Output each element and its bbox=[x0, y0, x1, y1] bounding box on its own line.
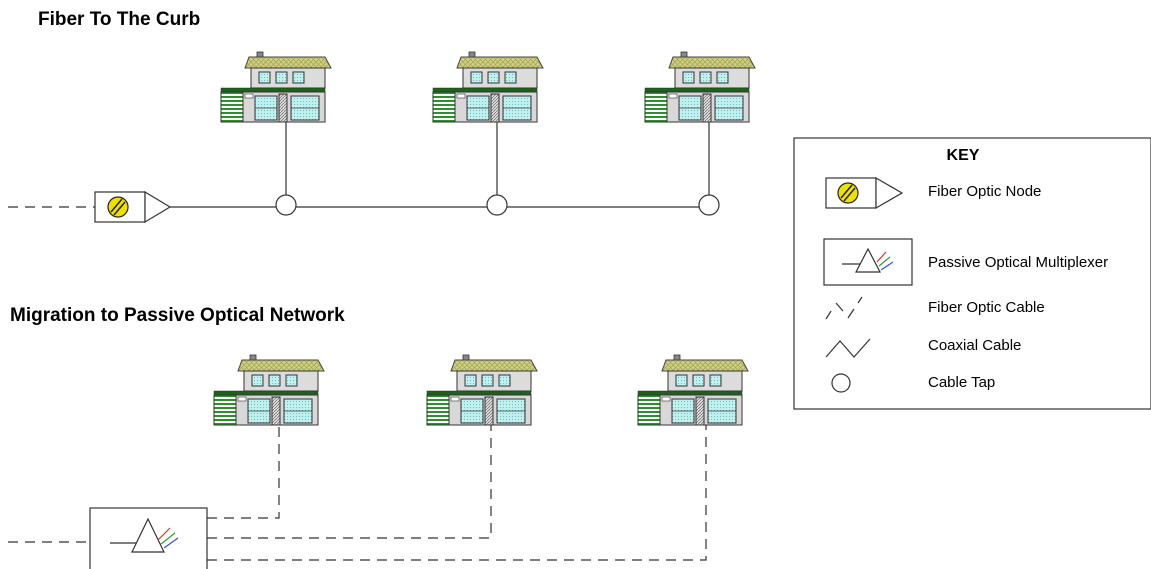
pon-section-title: Migration to Passive Optical Network bbox=[10, 305, 345, 326]
cable-tap bbox=[275, 194, 297, 216]
legend-label: Fiber Optic Cable bbox=[928, 299, 1045, 316]
fiber-optic-cable-icon bbox=[825, 296, 863, 320]
legend-label: Coaxial Cable bbox=[928, 337, 1021, 354]
ftc-network bbox=[8, 122, 720, 224]
house-icon bbox=[637, 354, 749, 426]
house-icon bbox=[213, 354, 325, 426]
passive-optical-multiplexer-icon bbox=[89, 507, 208, 569]
cable-tap bbox=[486, 194, 508, 216]
house-icon bbox=[432, 51, 544, 123]
legend-label: Fiber Optic Node bbox=[928, 183, 1041, 200]
house-icon bbox=[220, 51, 332, 123]
cable-tap-icon bbox=[831, 373, 851, 393]
pon-fiber-drop bbox=[207, 420, 492, 539]
cable-tap bbox=[698, 194, 720, 216]
ftc-section-title: Fiber To The Curb bbox=[38, 9, 200, 30]
fiber-optic-node-icon bbox=[94, 190, 172, 224]
coaxial-cable-icon bbox=[825, 338, 871, 358]
legend-label: Passive Optical Multiplexer bbox=[928, 254, 1108, 271]
pon-fiber-drop bbox=[207, 420, 707, 561]
passive-optical-multiplexer-icon bbox=[823, 238, 913, 286]
fiber-optic-node-icon bbox=[825, 176, 904, 210]
legend-label: Cable Tap bbox=[928, 374, 995, 391]
pon-network bbox=[8, 420, 707, 569]
house-icon bbox=[644, 51, 756, 123]
house-icon bbox=[426, 354, 538, 426]
pon-fiber-drop bbox=[207, 420, 280, 519]
legend-title: KEY bbox=[947, 147, 980, 164]
legend-key: KEY Fiber Optic Node Passive Optical Mul… bbox=[793, 137, 1151, 410]
